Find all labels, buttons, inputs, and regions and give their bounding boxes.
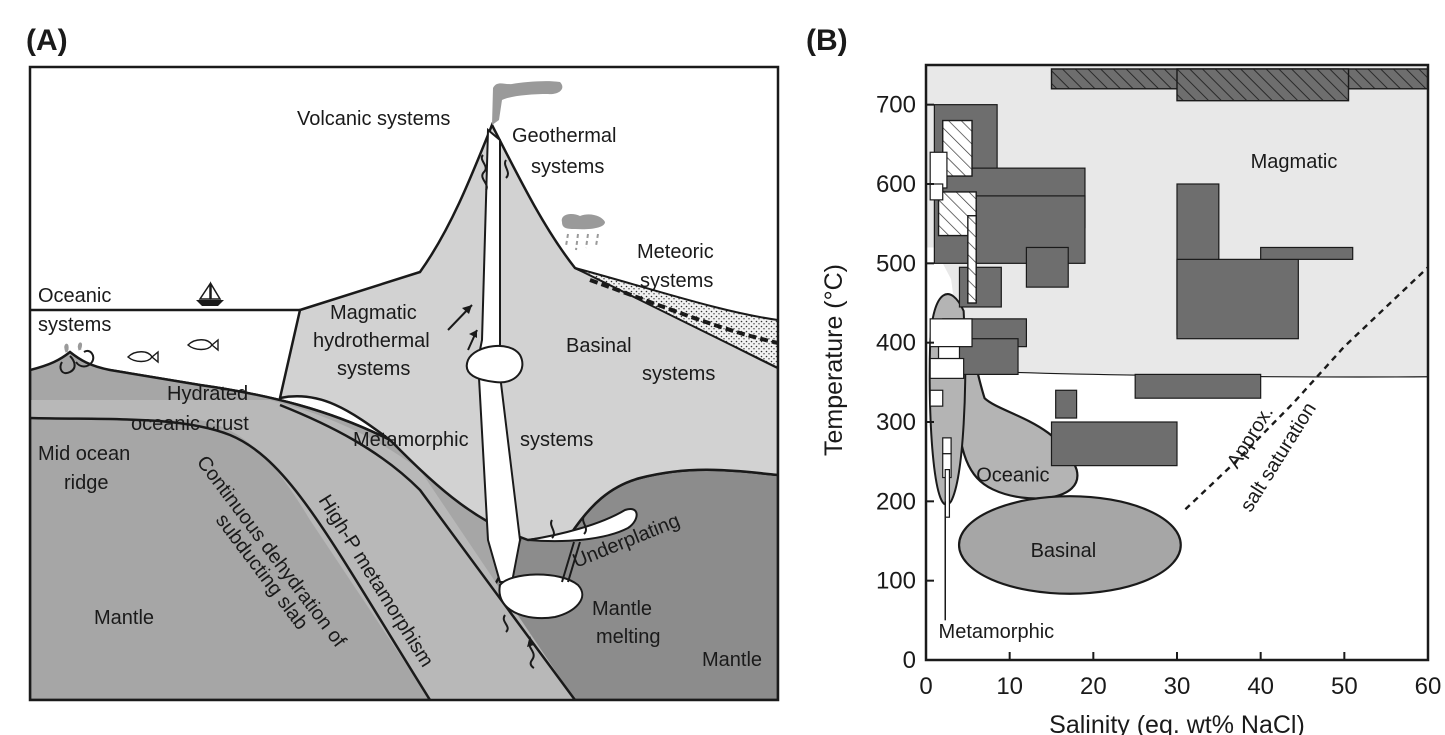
label-oceanic-systems: systems: [38, 314, 111, 336]
y-tick-label-500: 500: [876, 250, 916, 277]
label-oceanic-field: Oceanic: [976, 465, 1049, 487]
label-mantle-left: Mantle: [94, 607, 154, 629]
y-axis-title: Temperature (°C): [820, 264, 848, 456]
magmatic-range-bar-12: [1050, 421, 1178, 467]
label-oceanic-crust: oceanic crust: [131, 413, 249, 435]
metamorphic-range-bar-3: [937, 346, 961, 360]
x-tick-label-40: 40: [1247, 673, 1274, 700]
hatched-range-bar-4: [967, 215, 977, 304]
y-tick-label-600: 600: [876, 171, 916, 198]
label-basinal-field: Basinal: [1031, 540, 1097, 562]
label-metamorphic-field: Metamorphic: [939, 621, 1055, 643]
label-mid-ocean: Mid ocean: [38, 443, 130, 465]
label-metamorphic: Metamorphic: [353, 429, 469, 451]
label-basinal-systems: systems: [642, 363, 715, 385]
metamorphic-range-bar-8: [944, 469, 951, 518]
metamorphic-range-bar-4: [929, 357, 965, 379]
x-tick-label-50: 50: [1331, 673, 1358, 700]
x-tick-label-20: 20: [1080, 673, 1107, 700]
label-magmatic-field: Magmatic: [1251, 151, 1338, 173]
basinal-field: [957, 495, 1182, 595]
label-oceanic: Oceanic: [38, 285, 111, 307]
rain-drops: [565, 233, 599, 251]
panel-b-salinity-temperature-plot: (B) MagmaticOceanicBasinalMetamorphicApp…: [806, 24, 1441, 735]
magmatic-range-bar-10: [1134, 373, 1262, 399]
label-meteoric-systems: systems: [640, 270, 713, 292]
y-tick-label-700: 700: [876, 92, 916, 119]
label-volcanic-systems: Volcanic systems: [297, 108, 450, 130]
panel-b-label: (B): [806, 24, 848, 57]
label-ridge: ridge: [64, 472, 108, 494]
label-hydrated: Hydrated: [167, 383, 248, 405]
y-tick-label-400: 400: [876, 330, 916, 357]
label-meteoric: Meteoric: [637, 241, 714, 263]
fish-icon: [126, 338, 219, 364]
magmatic-range-bar-9: [1260, 246, 1354, 260]
y-tick-label-300: 300: [876, 409, 916, 436]
label-metamorphic-systems: systems: [520, 429, 593, 451]
y-tick-label-0: 0: [903, 647, 916, 674]
magmatic-range-bar-11: [1055, 389, 1078, 419]
x-axis-title: Salinity (eq. wt% NaCl): [1049, 711, 1305, 735]
x-tick-label-0: 0: [919, 673, 932, 700]
panel-a-label: (A): [26, 24, 68, 57]
salt-saturation-curve: [1184, 266, 1429, 511]
panel-a-geologic-section: (A): [26, 24, 780, 702]
metamorphic-range-bar-1: [929, 183, 944, 201]
label-hydrothermal: hydrothermal: [313, 330, 430, 352]
deep-magma-chamber: [498, 573, 584, 619]
label-geothermal-systems: systems: [531, 156, 604, 178]
subducting-slab: [30, 400, 575, 700]
upper-magma-chamber: [465, 344, 524, 384]
x-axis-ticks: 0 10 20 30 40 50 60: [919, 652, 1441, 700]
y-tick-label-200: 200: [876, 488, 916, 515]
x-tick-label-10: 10: [996, 673, 1023, 700]
x-tick-label-30: 30: [1164, 673, 1191, 700]
label-magmatic-systems: systems: [337, 358, 410, 380]
metamorphic-range-bar-0: [929, 151, 948, 189]
hatched-range-bar-1: [1176, 68, 1350, 102]
x-tick-label-60: 60: [1415, 673, 1442, 700]
magmatic-range-bar-8: [1176, 258, 1299, 340]
volcanic-plume: [492, 81, 563, 125]
plot-area: MagmaticOceanicBasinalMetamorphicApprox.…: [926, 65, 1429, 643]
label-mantle-melting: Mantle: [592, 598, 652, 620]
metamorphic-range-bar-5: [929, 389, 944, 407]
hatched-range-bar-2: [942, 119, 973, 177]
magmatic-range-bar-4: [958, 266, 1002, 308]
metamorphic-range-bar-6: [942, 437, 952, 455]
y-axis-ticks: 0 100 200 300 400 500 600 700: [876, 92, 934, 674]
label-basinal: Basinal: [566, 335, 632, 357]
y-tick-label-100: 100: [876, 568, 916, 595]
boat-icon: [196, 281, 224, 306]
metamorphic-range-bar-2: [929, 318, 973, 348]
label-melting: melting: [596, 626, 660, 648]
label-mantle-right: Mantle: [702, 649, 762, 671]
rain-cloud: [561, 214, 605, 230]
label-magmatic: Magmatic: [330, 302, 417, 324]
underplated-magma: [527, 508, 638, 543]
label-geothermal: Geothermal: [512, 125, 617, 147]
magmatic-range-bar-3: [1025, 246, 1069, 288]
hydrothermal-vent-icon: [59, 350, 95, 374]
